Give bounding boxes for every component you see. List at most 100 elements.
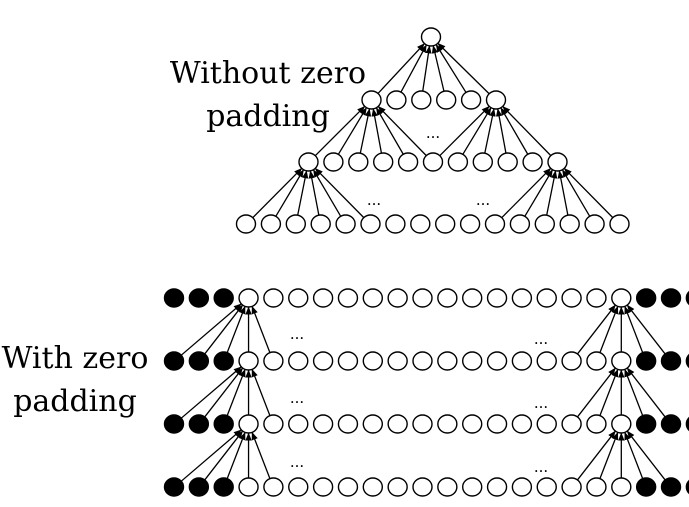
padding-node-r3-21 — [685, 479, 689, 495]
node-bottom-r3-4 — [263, 477, 284, 497]
padding-node-r2-1 — [188, 414, 210, 434]
node-bottom-r1-11 — [437, 351, 458, 371]
arrow-top-l2-left-2 — [359, 108, 372, 154]
node-bottom-r0-4 — [263, 288, 284, 308]
node-bottom-r0-12 — [462, 288, 483, 308]
node-bottom-r0-17 — [586, 288, 607, 308]
padding-node-r2-19 — [635, 414, 657, 434]
node-bottom-r0-16 — [561, 288, 582, 308]
arrow-top-l3-left-5 — [314, 168, 365, 219]
padding-node-r0-1 — [188, 288, 210, 308]
node-top-l3-15 — [609, 214, 630, 234]
node-bottom-r0-8 — [362, 288, 383, 308]
node-bottom-r3-6 — [312, 477, 334, 497]
node-bottom-r3-9 — [387, 477, 408, 497]
arrow-top-l3-right-15 — [563, 168, 614, 219]
arrow-top-l1-2 — [422, 45, 432, 92]
node-top-l3-7 — [410, 214, 431, 234]
node-bottom-r2-6 — [312, 414, 334, 434]
node-bottom-r2-7 — [337, 414, 359, 434]
node-bottom-r0-18 — [611, 288, 632, 308]
padding-node-r1-0 — [163, 351, 185, 371]
padding-node-r2-0 — [163, 414, 185, 434]
node-top-l3-13 — [559, 214, 580, 234]
padding-node-r1-19 — [635, 351, 657, 371]
node-top-l3-12 — [534, 214, 555, 234]
ellipsis-bottom-row3-left: ... — [290, 453, 304, 471]
arrow-bottom-r1-left-4 — [251, 305, 271, 353]
connection-arrows — [180, 42, 666, 482]
ellipsis-top-layer3-left: ... — [367, 191, 381, 209]
node-bottom-r3-14 — [511, 477, 533, 497]
arrow-bottom-r3-right-19 — [624, 431, 644, 479]
arrow-bottom-r2-left-1 — [204, 367, 243, 418]
ellipsis-bottom-row1-right: ... — [534, 330, 548, 348]
padding-node-r0-19 — [635, 288, 657, 308]
node-top-l1-5 — [485, 90, 507, 110]
node-bottom-r0-3 — [238, 288, 259, 308]
padding-node-r3-0 — [163, 477, 185, 497]
arrow-bottom-r2-right-16 — [576, 367, 616, 418]
padding-node-r3-19 — [635, 477, 657, 497]
padding-node-r3-1 — [188, 477, 210, 497]
padding-node-r0-2 — [213, 288, 234, 308]
node-bottom-r2-5 — [288, 414, 309, 434]
arrow-top-l1-5 — [437, 42, 490, 95]
padding-node-r1-20 — [660, 351, 682, 371]
node-bottom-r3-10 — [412, 477, 433, 497]
node-bottom-r3-5 — [288, 477, 309, 497]
arrow-top-l2-left-4 — [376, 107, 404, 155]
node-bottom-r3-3 — [238, 477, 259, 497]
node-top-l3-5 — [360, 214, 381, 234]
arrow-top-l1-1 — [400, 44, 427, 93]
arrow-top-l2-left-1 — [337, 107, 367, 155]
node-bottom-r3-16 — [561, 477, 582, 497]
ellipsis-top-layer2: ... — [426, 124, 440, 142]
arrow-top-l1-4 — [435, 44, 467, 93]
arrow-top-l3-right-10 — [501, 167, 552, 219]
padding-node-r1-1 — [188, 351, 210, 371]
ellipsis-bottom-row3-right: ... — [534, 458, 548, 476]
padding-node-r0-21 — [685, 290, 689, 306]
node-top-l3-8 — [435, 214, 456, 234]
node-top-l3-1 — [260, 214, 282, 234]
padding-node-r3-20 — [660, 477, 682, 497]
arrow-bottom-r2-right-17 — [599, 368, 619, 416]
node-top-l3-9 — [459, 214, 481, 234]
arrow-top-l2-right-10 — [502, 106, 552, 157]
node-bottom-r2-3 — [238, 414, 259, 434]
padding-node-r1-21 — [685, 353, 689, 369]
node-top-l1-2 — [411, 90, 432, 110]
padding-node-r3-2 — [213, 477, 234, 497]
arrow-bottom-r1-right-16 — [576, 304, 616, 355]
node-bottom-r2-15 — [536, 414, 557, 434]
with-padding-label-line1: With zero — [2, 341, 149, 376]
arrow-top-l3-right-11 — [524, 169, 553, 217]
ellipsis-bottom-row2-right: ... — [534, 394, 548, 412]
node-bottom-r3-11 — [437, 477, 458, 497]
arrow-top-l3-left-0 — [252, 167, 303, 219]
node-top-l1-4 — [460, 90, 482, 110]
node-top-l3-6 — [385, 214, 406, 234]
node-bottom-r3-15 — [536, 477, 557, 497]
node-bottom-r2-16 — [561, 414, 582, 434]
arrow-top-l2-left-0 — [314, 105, 366, 157]
arrow-top-l2-right-6 — [462, 107, 492, 155]
ellipsis-bottom-row1-left: ... — [290, 325, 304, 343]
node-top-l2-9 — [522, 152, 543, 172]
node-top-l2-10 — [547, 152, 568, 172]
node-top-l3-2 — [285, 214, 306, 234]
node-bottom-r1-12 — [462, 351, 483, 371]
network-nodes — [163, 27, 689, 497]
node-bottom-r2-11 — [437, 414, 458, 434]
node-top-l3-14 — [584, 214, 605, 234]
arrow-bottom-r3-right-16 — [576, 430, 616, 481]
node-top-l3-4 — [335, 214, 356, 234]
arrow-bottom-r3-left-1 — [204, 430, 243, 481]
with-padding-label-line2: padding — [13, 384, 137, 419]
node-bottom-r0-9 — [387, 288, 408, 308]
node-top-l1-1 — [386, 90, 407, 110]
node-bottom-r2-9 — [387, 414, 408, 434]
arrow-top-l3-right-12 — [546, 170, 558, 216]
